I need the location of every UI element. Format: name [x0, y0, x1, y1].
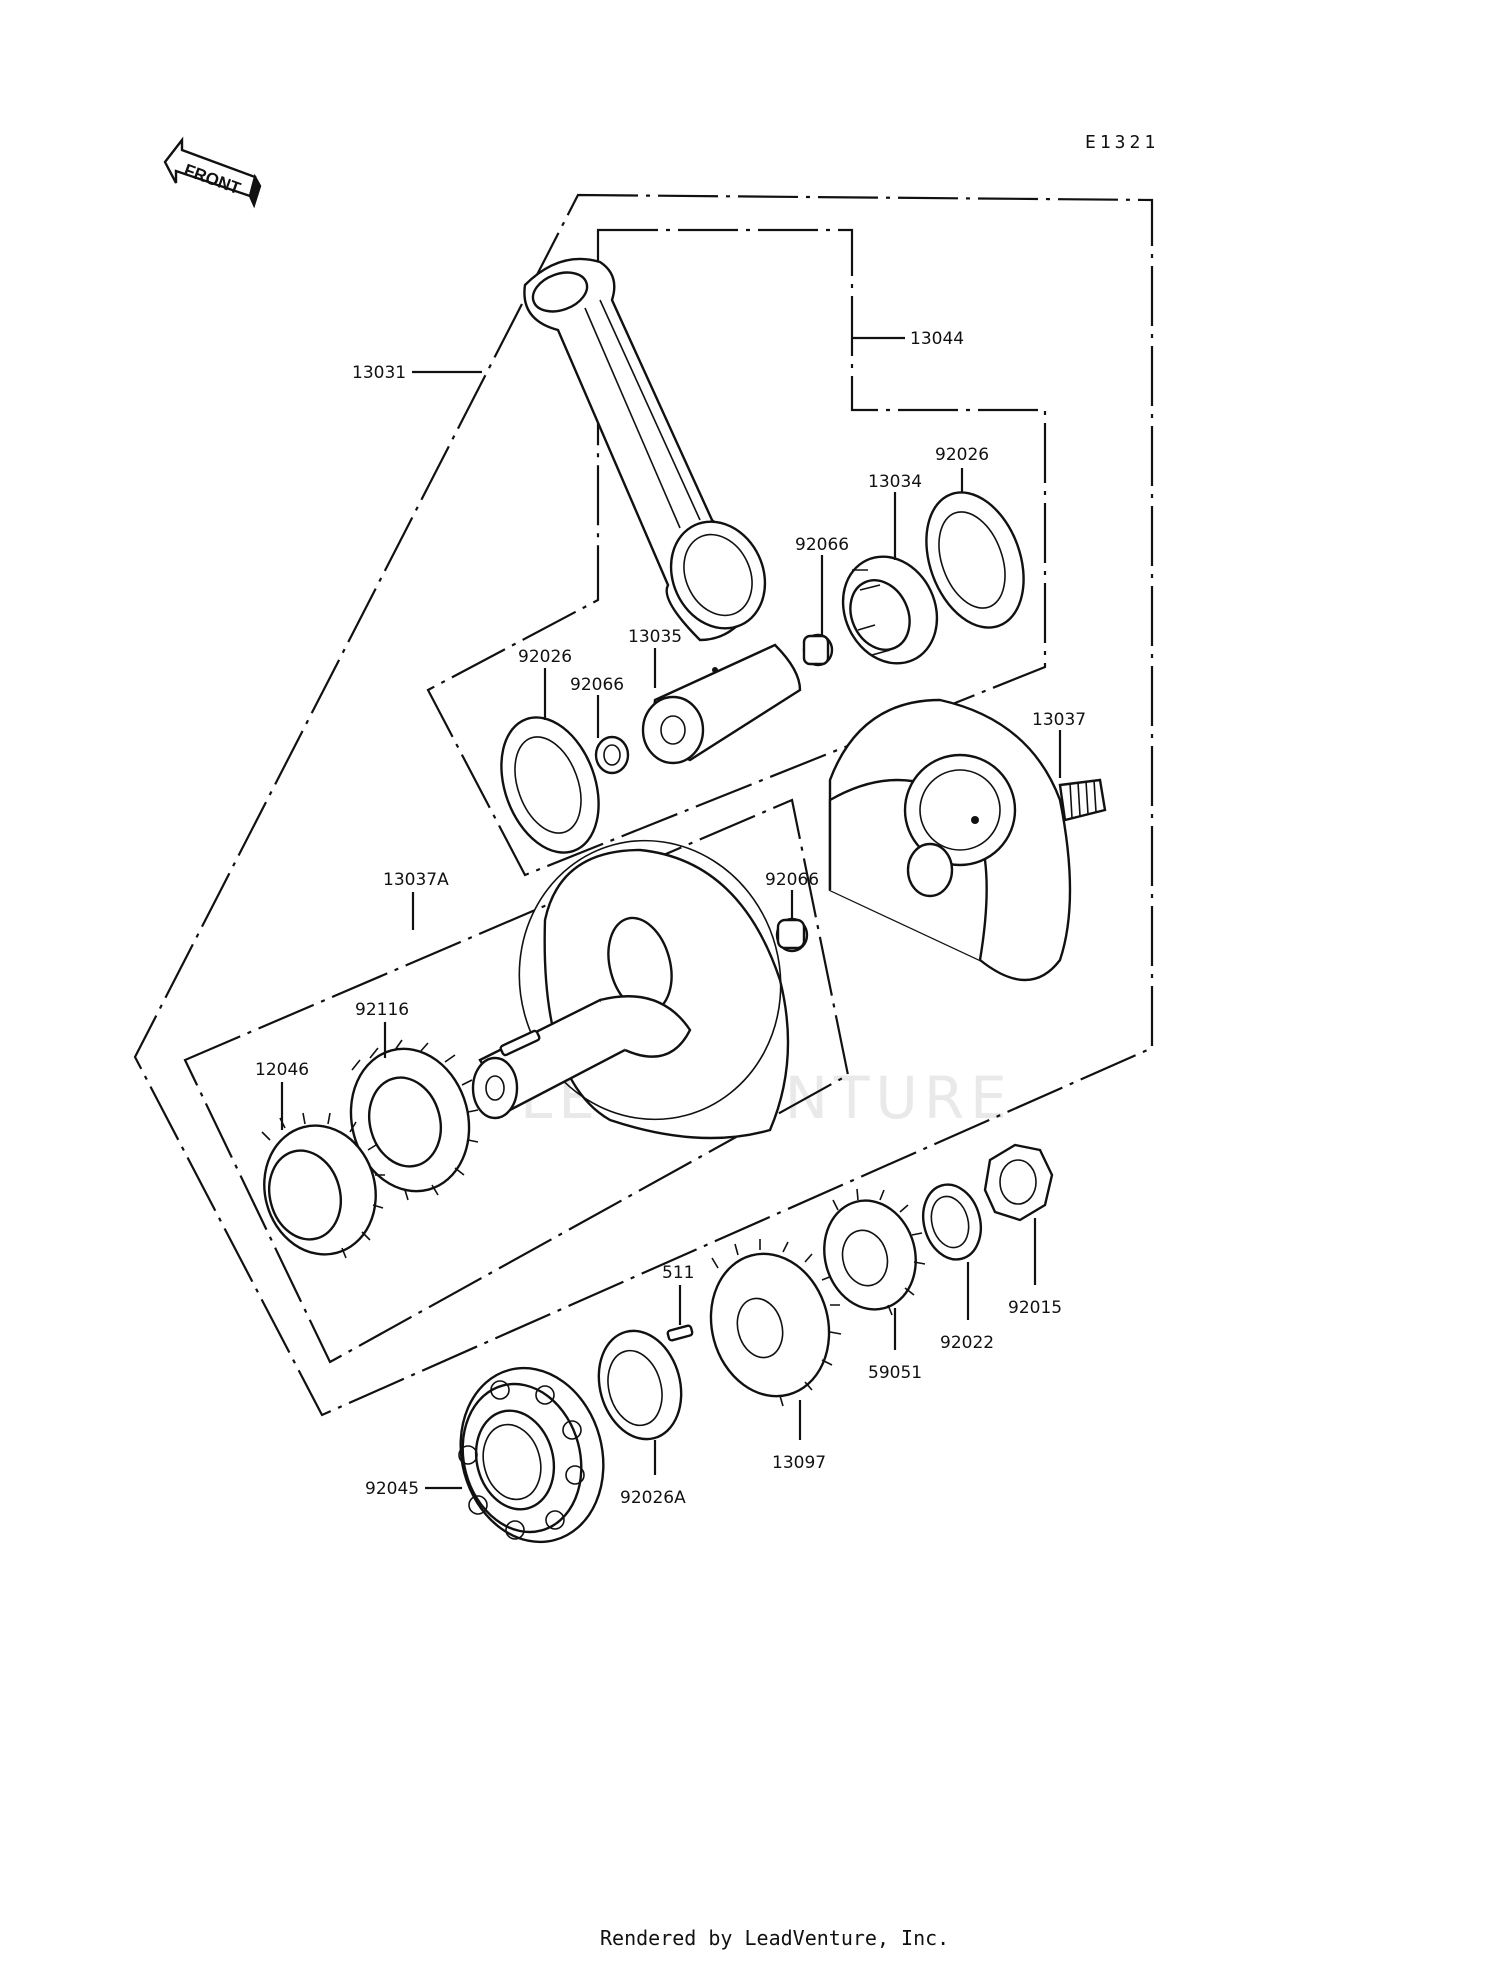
- label-13035: 13035: [628, 627, 682, 647]
- connecting-rod: [523, 257, 767, 642]
- label-92066-top: 92066: [795, 535, 849, 555]
- label-12046: 12046: [255, 1060, 309, 1080]
- gear-12046: [261, 1112, 385, 1259]
- bush-92066-left: [594, 735, 630, 775]
- label-92026-top: 92026: [935, 445, 989, 465]
- gear-59051: [823, 1188, 926, 1316]
- thrust-washer-92026-top: [925, 491, 1025, 629]
- bush-92066-top: [802, 633, 834, 667]
- assembly-outline-13044: [426, 228, 1047, 877]
- label-13097: 13097: [772, 1453, 826, 1473]
- label-92026-left: 92026: [518, 647, 572, 667]
- key-511: [666, 1324, 694, 1342]
- footer-credit: Rendered by LeadVenture, Inc.: [600, 1926, 949, 1950]
- label-13034: 13034: [868, 472, 922, 492]
- label-59051: 59051: [868, 1363, 922, 1383]
- gear-13097: [709, 1239, 842, 1407]
- leader-lines: [280, 336, 1062, 1490]
- label-92066-left: 92066: [570, 675, 624, 695]
- bush-92066-mid: [775, 917, 809, 953]
- crank-pin-13035: [641, 643, 802, 765]
- flywheel-13037A: [471, 839, 790, 1140]
- label-92026A: 92026A: [620, 1488, 686, 1508]
- label-13037A: 13037A: [383, 870, 449, 890]
- diagram-code: E1321: [1085, 132, 1159, 153]
- assembly-outline-13031: [133, 193, 1154, 1417]
- label-92116: 92116: [355, 1000, 409, 1020]
- label-13044: 13044: [910, 329, 964, 349]
- sprocket-92116: [349, 1039, 479, 1201]
- front-arrow-icon: FRONT: [163, 136, 262, 209]
- washer-92026A: [597, 1329, 683, 1441]
- needle-bearing-13034: [841, 555, 939, 665]
- flywheel-13037: [828, 698, 1107, 982]
- label-92015: 92015: [1008, 1298, 1062, 1318]
- label-13037: 13037: [1032, 710, 1086, 730]
- label-511: 511: [662, 1263, 694, 1283]
- ball-bearing-92045: [458, 1366, 605, 1544]
- label-92045: 92045: [365, 1479, 419, 1499]
- label-13031: 13031: [352, 363, 406, 383]
- label-92066-mid: 92066: [765, 870, 819, 890]
- nut-92015: [983, 1143, 1054, 1222]
- circlip-92022: [922, 1183, 982, 1261]
- thrust-washer-92026-left: [500, 716, 600, 854]
- label-92022: 92022: [940, 1333, 994, 1353]
